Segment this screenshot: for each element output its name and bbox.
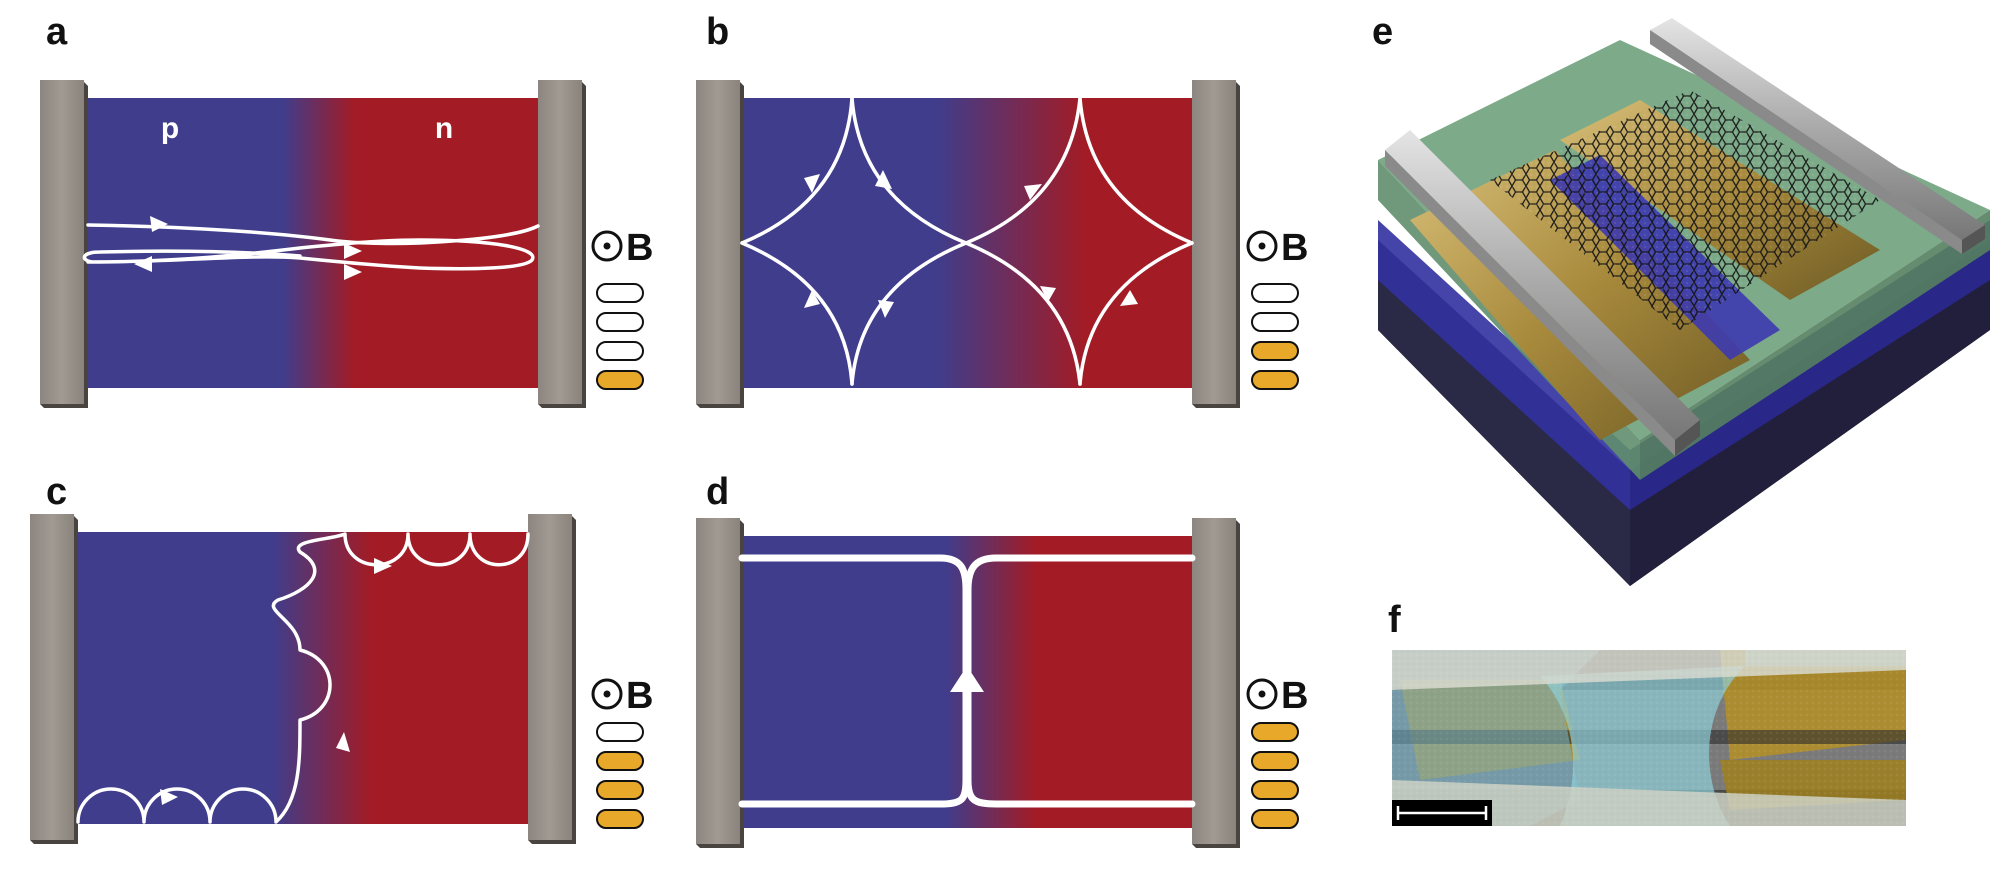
arrow-icon [1024,184,1042,200]
b-field-out-of-page-icon [591,678,623,710]
arrow-icon [160,789,178,805]
landau-level-pill-icon [596,751,644,771]
b-field-label-a: B [626,227,653,269]
left-contact-a [40,80,88,408]
landau-level-pill-icon [596,722,644,742]
arrow-icon [344,264,362,280]
landau-level-pill-icon [596,312,644,332]
arrow-icon [878,300,894,318]
panel-e: e [1372,11,1990,586]
landau-level-pill-icon [1251,370,1299,390]
landau-level-pill-icon [1251,809,1299,829]
arrow-icon [804,290,820,308]
panel-a: a p n B [40,11,653,408]
pn-junction-c [76,532,532,824]
landau-level-pill-icon [1251,341,1299,361]
panel-label-e: e [1372,11,1393,53]
landau-level-pill-icon [596,809,644,829]
n-region-label: n [435,112,453,145]
arrow-icon [344,243,362,259]
left-contact-b [696,80,744,408]
b-field-label-c: B [626,675,653,717]
right-contact-d [1192,518,1240,848]
landau-level-pill-icon [1251,722,1299,742]
arrow-icon [804,174,820,193]
arrow-icon [150,216,168,232]
b-field-label-b: B [1281,227,1308,269]
landau-levels-d [1251,722,1299,829]
panel-label-a: a [46,11,68,53]
landau-level-pill-icon [1251,780,1299,800]
panel-f: f [1388,599,1906,826]
arrow-icon [134,256,152,272]
landau-levels-b [1251,283,1299,390]
b-field-out-of-page-icon [591,230,623,262]
panel-b: b B [696,11,1308,408]
b-field-label-d: B [1281,675,1308,717]
b-field-out-of-page-icon [1246,230,1278,262]
panel-label-d: d [706,471,729,513]
panel-c: c B [30,471,653,844]
panel-d: d B [696,471,1308,848]
arrow-icon [374,558,392,574]
panel-label-b: b [706,11,729,53]
right-contact-a [538,80,586,408]
arrow-icon [950,666,984,692]
panel-label-f: f [1388,599,1401,641]
p-region-label: p [161,112,179,145]
snake-trajectory-a [82,223,540,271]
right-contact-b [1192,80,1240,408]
landau-level-pill-icon [596,341,644,361]
left-contact-c [30,514,78,844]
landau-level-pill-icon [596,780,644,800]
arrow-icon [336,732,350,752]
landau-level-pill-icon [1251,283,1299,303]
landau-level-pill-icon [596,370,644,390]
panel-label-c: c [46,471,67,513]
landau-levels-a [596,283,644,390]
b-field-out-of-page-icon [1246,678,1278,710]
arrow-icon [875,170,892,189]
landau-level-pill-icon [596,283,644,303]
landau-levels-c [596,722,644,829]
right-contact-c [528,514,576,844]
arrow-icon [1120,290,1138,306]
left-contact-d [696,518,744,848]
landau-level-pill-icon [1251,751,1299,771]
cyclotron-edge-trajectory-c [76,532,530,824]
arrow-icon [1040,286,1056,302]
sem-micrograph [1392,650,1906,826]
device-3d-rendering [1378,18,1990,586]
landau-level-pill-icon [1251,312,1299,332]
